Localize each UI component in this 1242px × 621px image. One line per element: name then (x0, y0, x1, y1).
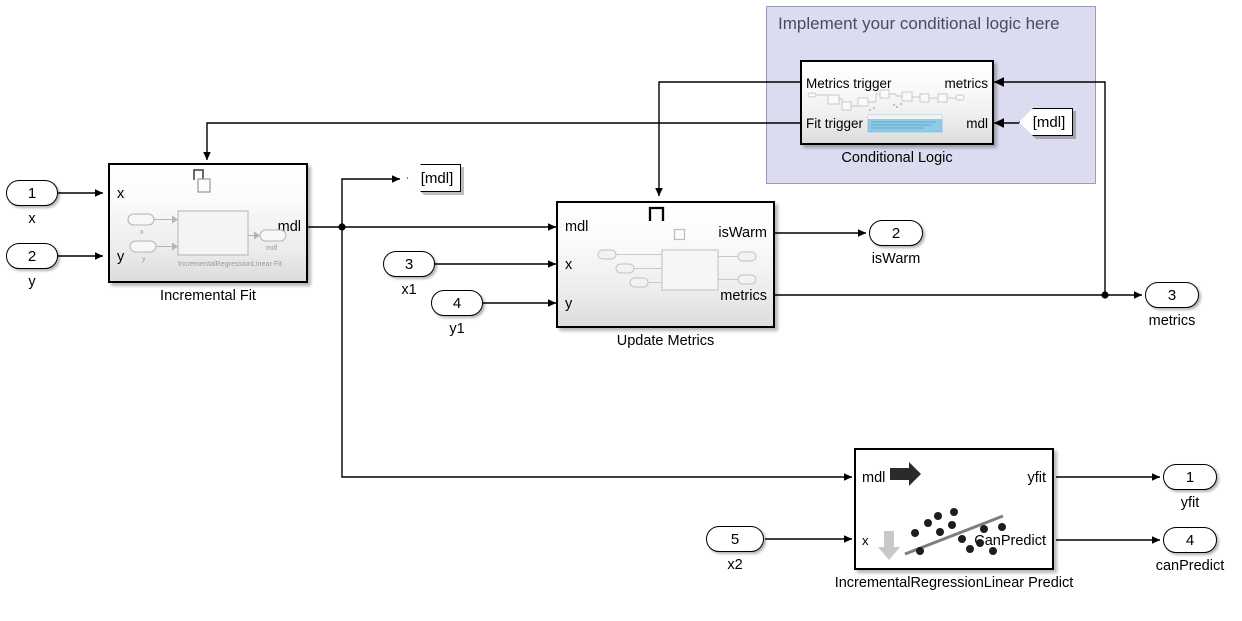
inport-5-label: x2 (727, 557, 743, 573)
outport-3-metrics[interactable]: 3 (1145, 282, 1199, 308)
incremental-fit-label: Incremental Fit (160, 288, 256, 304)
conditional-logic-thumbnail (807, 89, 965, 133)
svg-text:IncrementalRegressionLinear Fi: IncrementalRegressionLinear Fit (178, 259, 282, 268)
outport-1-yfit[interactable]: 1 (1163, 464, 1217, 490)
incremental-fit-port-x: x (117, 186, 125, 202)
predict-label: IncrementalRegressionLinear Predict (834, 575, 1074, 591)
update-metrics-trigger-icon (648, 206, 665, 221)
inport-4-label: y1 (449, 321, 465, 337)
outport-2-label: isWarm (871, 251, 921, 267)
update-metrics-thumbnail (597, 249, 757, 291)
predict-port-mdl: mdl (862, 470, 886, 486)
update-metrics-port-metrics: metrics (720, 288, 767, 304)
inport-2-label: y (28, 274, 36, 290)
conditional-logic-port-mdl: mdl (966, 116, 988, 131)
inport-3-label: x1 (401, 282, 417, 298)
update-metrics-port-mdl: mdl (565, 219, 589, 235)
incremental-fit-trigger-icon (193, 169, 211, 193)
update-metrics-port-y: y (565, 296, 573, 312)
outport-1-label: yfit (1180, 495, 1200, 511)
outport-3-label: metrics (1148, 313, 1196, 329)
inport-2-y[interactable]: 2 (6, 243, 58, 269)
inport-4-y1[interactable]: 4 (431, 290, 483, 316)
goto-tag-mdl[interactable]: [mdl] (407, 164, 461, 192)
update-metrics-label: Update Metrics (616, 333, 715, 349)
update-metrics-enable-icon (673, 228, 686, 241)
predict-block-icon (878, 462, 1006, 560)
annotation-title: Implement your conditional logic here (778, 14, 1060, 33)
inport-1-label: x (28, 211, 36, 227)
predict-port-yfit: yfit (1027, 470, 1046, 486)
outport-2-isWarm[interactable]: 2 (869, 220, 923, 246)
predict-port-canpredict: CanPredict (974, 533, 1046, 549)
inport-5-x2[interactable]: 5 (706, 526, 764, 552)
incremental-fit-port-y: y (117, 249, 125, 265)
conditional-logic-label: Conditional Logic (841, 150, 953, 166)
svg-text:mdl: mdl (266, 245, 278, 252)
conditional-logic-port-metrics: metrics (944, 76, 989, 91)
outport-4-label: canPredict (1155, 558, 1225, 574)
conditional-logic-port-fit-trigger: Fit trigger (806, 116, 864, 131)
update-metrics-port-isWarm: isWarm (718, 225, 767, 241)
incremental-fit-thumbnail: x y mdl IncrementalRegressionLinear Fit (127, 210, 287, 268)
conditional-logic-port-metrics-trigger: Metrics trigger (806, 76, 892, 91)
predict-port-x: x (862, 533, 869, 548)
inport-3-x1[interactable]: 3 (383, 251, 435, 277)
inport-1-x[interactable]: 1 (6, 180, 58, 206)
svg-text:y: y (142, 256, 146, 263)
update-metrics-port-x: x (565, 257, 573, 273)
outport-4-canPredict[interactable]: 4 (1163, 527, 1217, 553)
svg-text:x: x (140, 229, 144, 236)
